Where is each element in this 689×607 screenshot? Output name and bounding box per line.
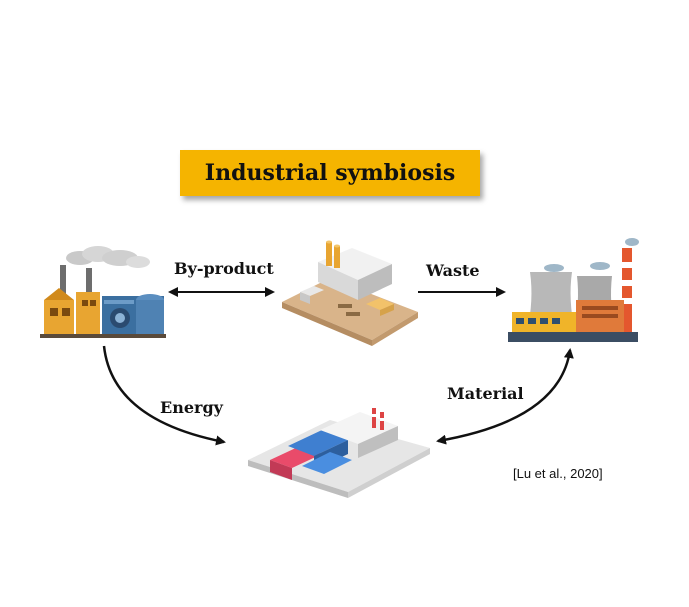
waste-label: Waste: [426, 261, 480, 280]
energy-arrow: [102, 345, 226, 446]
power-plant-cooling-towers-icon: [508, 238, 639, 342]
factory-smokestacks-icon: [40, 246, 166, 338]
title-box: Industrial symbiosis: [180, 150, 480, 196]
byproduct-label: By-product: [174, 259, 274, 278]
material-label: Material: [447, 384, 524, 403]
material-arrow: [436, 348, 574, 445]
energy-label: Energy: [160, 398, 223, 417]
industrial-plant-icon: [282, 240, 418, 346]
warehouse-complex-icon: [248, 408, 430, 498]
citation: [Lu et al., 2020]: [513, 466, 603, 481]
